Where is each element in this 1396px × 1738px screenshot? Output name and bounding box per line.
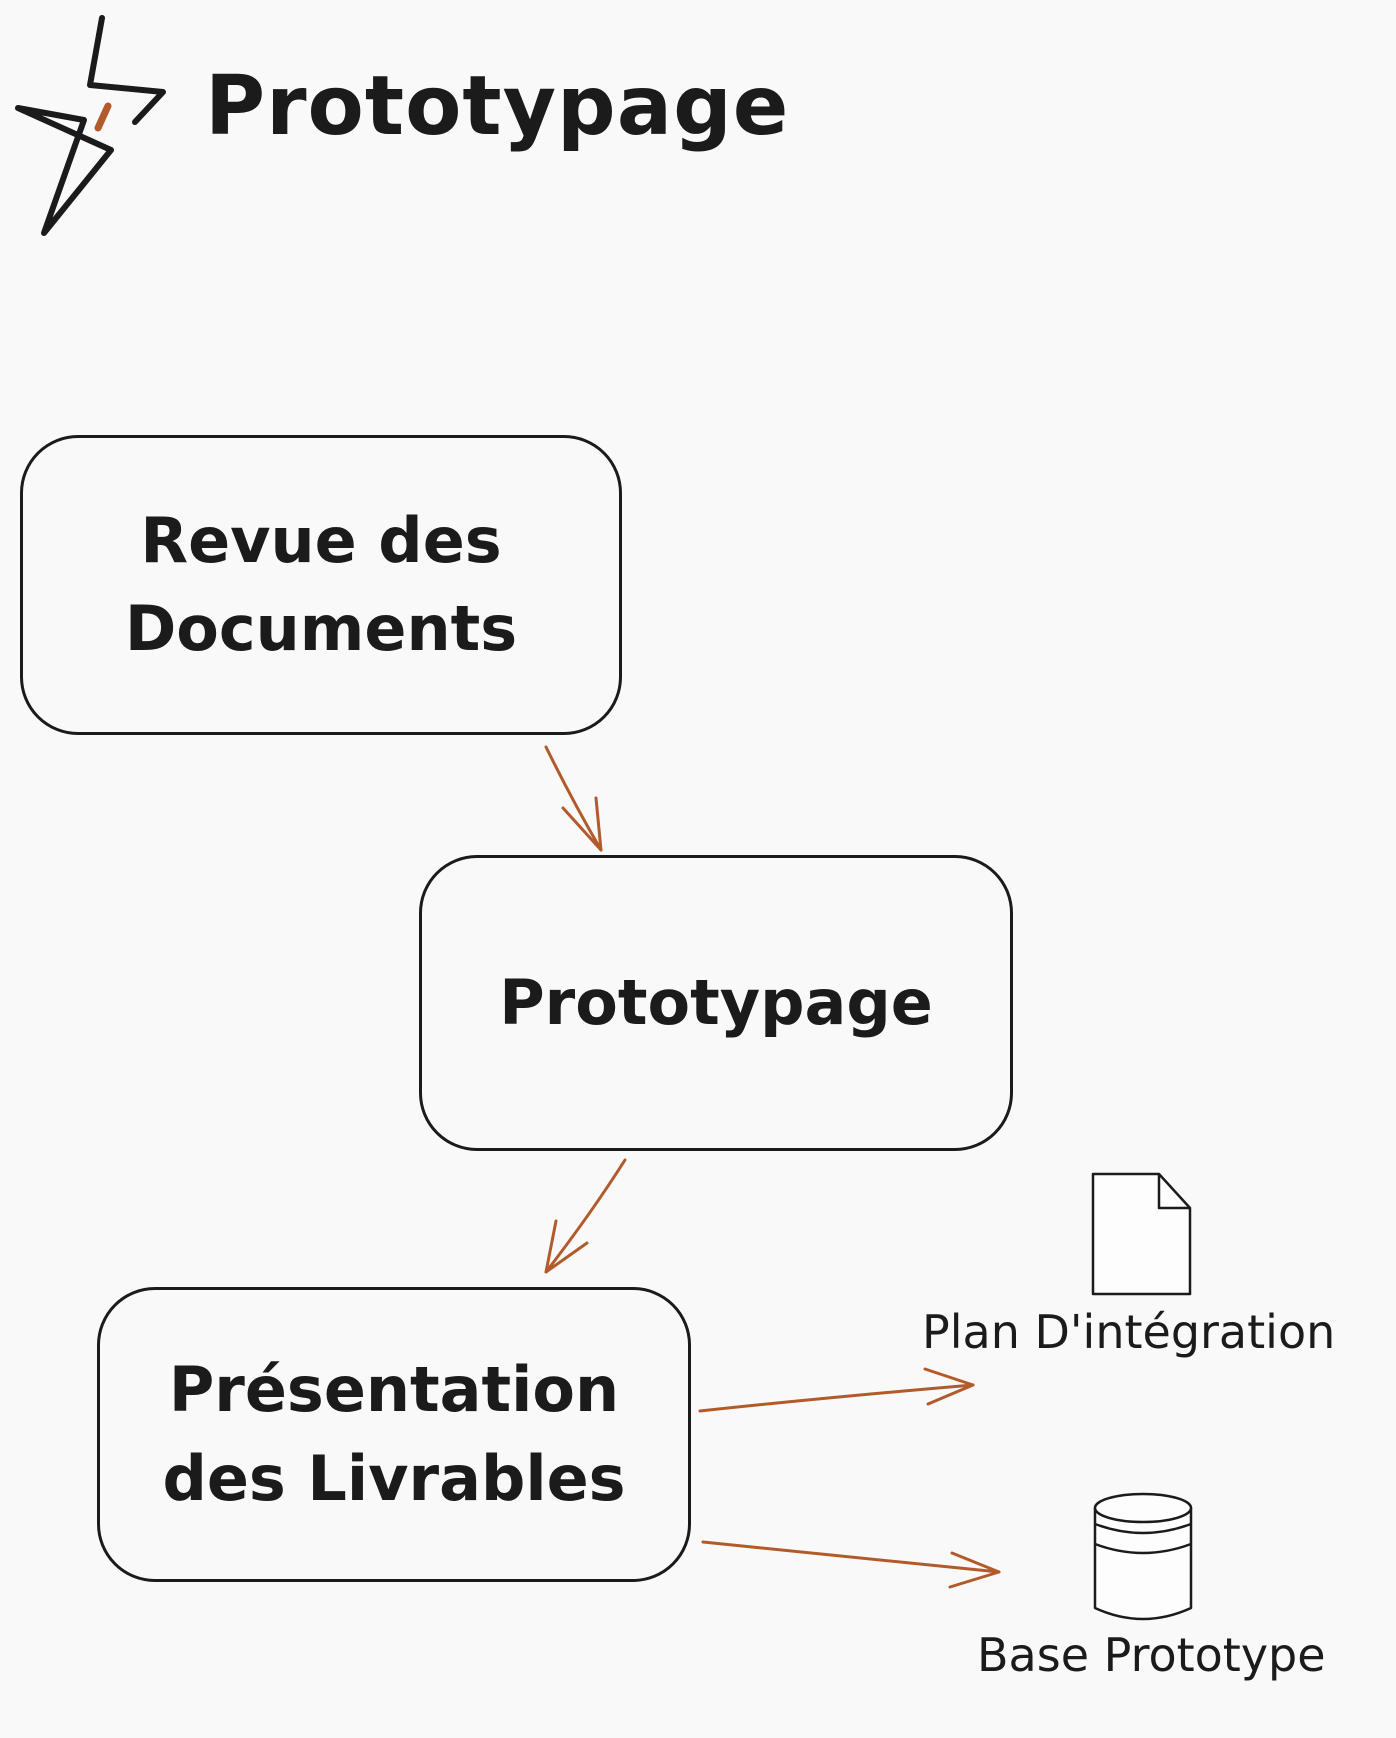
artifact-label-plan: Plan D'intégration [922, 1305, 1336, 1359]
artifact-label-base: Base Prototype [977, 1628, 1326, 1682]
node-label: Présentation des Livrables [162, 1353, 626, 1515]
node-revue-des-documents[interactable]: Revue des Documents [20, 435, 622, 735]
edge-presentation-base [701, 1540, 1001, 1589]
page-title: Prototypage [205, 59, 790, 154]
edge-revue-prototypage [544, 745, 603, 852]
lightning-bolt-icon [15, 15, 166, 236]
node-label: Revue des Documents [124, 503, 518, 665]
node-prototypage[interactable]: Prototypage [419, 855, 1013, 1151]
node-label: Prototypage [499, 965, 933, 1039]
database-icon [1093, 1492, 1193, 1621]
edge-presentation-plan [698, 1367, 975, 1413]
edge-prototypage-presentation [544, 1158, 627, 1274]
node-presentation-des-livrables[interactable]: Présentation des Livrables [97, 1287, 691, 1582]
document-icon [1091, 1172, 1192, 1296]
